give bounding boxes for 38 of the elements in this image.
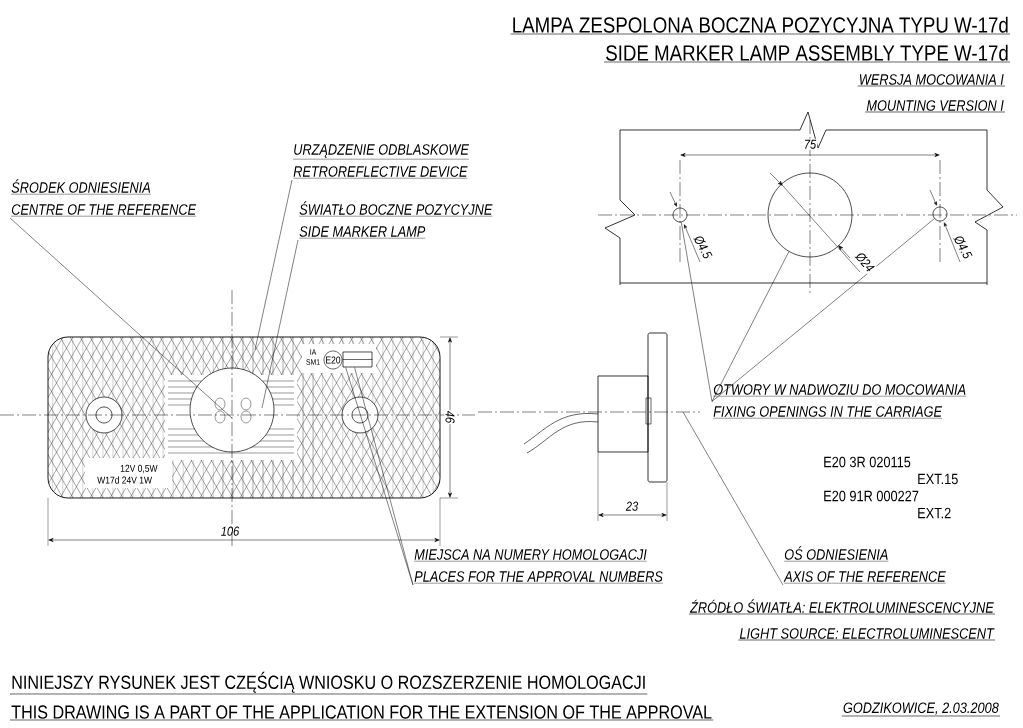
hole	[932, 206, 948, 222]
approval-number: E20 3R 020115	[824, 456, 911, 468]
note: ŹRÓDŁO ŚWIATŁA: ELEKTROLUMINESCENCYJNE	[688, 599, 996, 615]
dimension-label: Ø4.5	[951, 232, 975, 262]
note: NINIEJSZY RYSUNEK JEST CZĘŚCIĄ WNIOSKU O ROZSZERZENIE HOMOLOGACJI	[9, 671, 648, 695]
approval-number: E20 91R 000227	[824, 490, 919, 502]
leader-label: ŚRODEK ODNIESIENIA CENTRE OF THE REFERENCE	[11, 179, 197, 217]
hole	[767, 172, 853, 258]
dimension-label: 46	[444, 409, 456, 425]
leader-line	[681, 222, 713, 402]
dimension-label: 106	[221, 526, 240, 536]
heading: SIDE MARKER LAMP ASSEMBLY TYPE W-17d	[603, 44, 1011, 63]
lamp-body: IA SM1 E20 12V 0,5W W17d 24V 1W	[47, 336, 441, 499]
dimension-label: Ø4.5	[691, 232, 715, 262]
approval-number: EXT.2	[918, 507, 951, 519]
leader-label: OTWORY W NADWOZIU DO MOCOWANIA FIXING OPENINGS IN THE CARRIAGE	[713, 384, 967, 419]
leader-label: ŚWIATŁO BOCZNE POZYCYJNE SIDE MARKER LAMP	[299, 201, 493, 239]
heading: WERSJA MOCOWANIA I	[857, 74, 1006, 87]
leader-line	[9, 217, 233, 419]
heading: MOUNTING VERSION I	[864, 100, 1006, 113]
dimension-label: 75	[802, 138, 818, 150]
dimension-label: Ø24	[853, 249, 877, 275]
note: THIS DRAWING IS A PART OF THE APPLICATION FOR THE EXTENSION OF THE APPROVAL	[9, 705, 714, 721]
hole	[672, 207, 688, 223]
leader-line	[711, 251, 790, 402]
place-date: GODZIKOWICE, 2.03.2008	[841, 702, 1001, 717]
leader-label: URZĄDZENIE ODBLASKOWE RETROREFLECTIVE DEVICE	[293, 144, 470, 179]
leader-line	[261, 239, 299, 409]
leader-line	[682, 411, 784, 586]
leader-line	[254, 179, 293, 351]
leader-label: MIEJSCA NA NUMERY HOMOLOGACJI PLACES FOR THE APPROVAL NUMBERS	[414, 549, 664, 584]
note: LIGHT SOURCE: ELECTROLUMINESCENT	[738, 628, 996, 641]
leader-line	[711, 218, 935, 402]
approval-number: EXT.15	[918, 473, 958, 485]
marking-field	[342, 351, 373, 368]
leader-label: OŚ ODNIESIENIA AXIS OF THE REFERENCE	[783, 546, 946, 584]
title: LAMPA ZESPOLONA BOCZNA POZYCYJNA TYPU W-17d	[510, 16, 1011, 35]
dimension-label: 23	[625, 501, 639, 511]
